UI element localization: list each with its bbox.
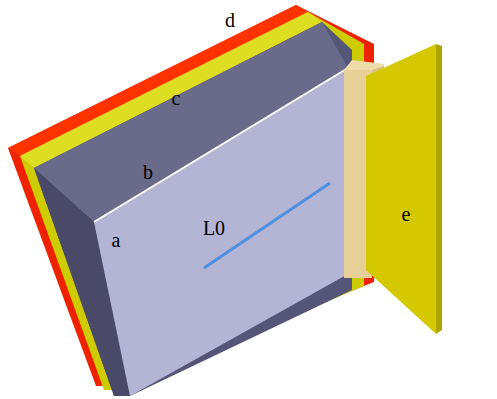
panel-e [366, 44, 436, 334]
layer-a [94, 68, 348, 396]
part-label: c [172, 88, 181, 108]
edge-highlight [94, 68, 348, 222]
part-label: L0 [203, 218, 225, 238]
part-label: d [225, 10, 235, 30]
panel-e-edge [436, 44, 442, 334]
layer-b [34, 22, 352, 396]
part-label: a [112, 230, 121, 250]
part-label: e [402, 204, 411, 224]
part-label: b [143, 162, 153, 182]
